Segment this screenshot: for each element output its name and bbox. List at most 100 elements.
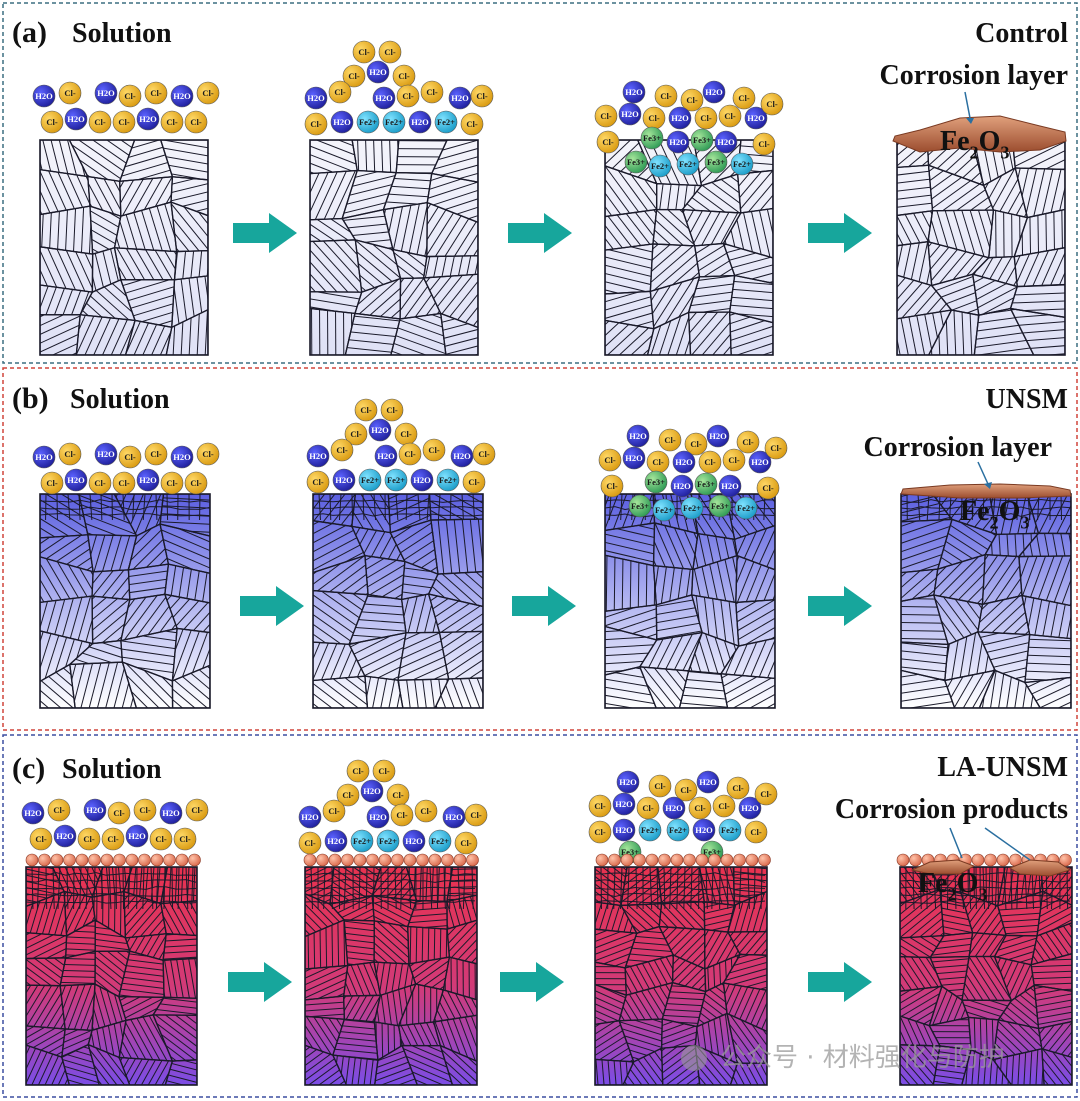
svg-text:Cl-: Cl- bbox=[166, 117, 178, 127]
h2o-ion: H2O bbox=[666, 130, 690, 154]
svg-text:Cl-: Cl- bbox=[686, 95, 698, 105]
cl-ion: Cl- bbox=[101, 827, 125, 851]
svg-text:Cl-: Cl- bbox=[468, 477, 480, 487]
block-outline bbox=[604, 493, 776, 709]
svg-text:H2O: H2O bbox=[665, 803, 683, 813]
fe2o3-label: Fe2O3 bbox=[940, 126, 1010, 162]
fe2-ion: Fe2+ bbox=[382, 110, 406, 134]
svg-text:H2O: H2O bbox=[35, 452, 53, 462]
svg-text:H2O: H2O bbox=[35, 91, 53, 101]
h2o-ion: H2O bbox=[170, 445, 194, 469]
h2o-ion: H2O bbox=[402, 829, 426, 853]
svg-text:Cl-: Cl- bbox=[460, 838, 472, 848]
cl-ion: Cl- bbox=[306, 470, 330, 494]
svg-text:Cl-: Cl- bbox=[150, 449, 162, 459]
block-outline bbox=[312, 493, 484, 709]
cl-ion: Cl- bbox=[47, 798, 71, 822]
svg-text:Fe3+: Fe3+ bbox=[643, 133, 661, 143]
cl-ion: Cl- bbox=[196, 442, 220, 466]
h2o-ion: H2O bbox=[718, 474, 742, 498]
svg-text:Fe2+: Fe2+ bbox=[439, 475, 457, 485]
cl-ion: Cl- bbox=[330, 438, 354, 462]
fe2-ion: Fe2+ bbox=[350, 829, 374, 853]
panel-c-solution-label: Solution bbox=[62, 754, 162, 785]
right-arrow-icon bbox=[233, 213, 297, 253]
cl-ion: Cl- bbox=[648, 774, 672, 798]
surface-particles bbox=[25, 853, 201, 867]
fe2-ion: Fe2+ bbox=[730, 152, 754, 176]
fe3-ion: Fe3+ bbox=[694, 472, 718, 496]
cl-ion: Cl- bbox=[698, 450, 722, 474]
svg-text:H2O: H2O bbox=[377, 451, 395, 461]
grain-boundaries bbox=[595, 867, 767, 1085]
svg-text:Cl-: Cl- bbox=[350, 429, 362, 439]
panel-c-tag: (c) bbox=[12, 752, 45, 785]
svg-text:H2O: H2O bbox=[671, 113, 689, 123]
h2o-ion: H2O bbox=[744, 106, 768, 130]
svg-text:Cl-: Cl- bbox=[742, 437, 754, 447]
svg-text:Cl-: Cl- bbox=[428, 445, 440, 455]
cl-ion: Cl- bbox=[674, 778, 698, 802]
right-arrow-icon bbox=[808, 962, 872, 1002]
svg-text:Fe3+: Fe3+ bbox=[693, 135, 711, 145]
svg-text:Cl-: Cl- bbox=[402, 91, 414, 101]
h2o-ion: H2O bbox=[702, 80, 726, 104]
h2o-ion: H2O bbox=[738, 796, 762, 820]
svg-text:Cl-: Cl- bbox=[470, 810, 482, 820]
h2o-ion: H2O bbox=[32, 445, 56, 469]
fe2o3-label: Fe2O3 bbox=[960, 496, 1030, 532]
cl-ion: Cl- bbox=[184, 471, 208, 495]
corrosion-product bbox=[910, 859, 976, 875]
cl-ion: Cl- bbox=[322, 799, 346, 823]
svg-text:H2O: H2O bbox=[625, 453, 643, 463]
fe2-ion: Fe2+ bbox=[648, 154, 672, 178]
svg-text:H2O: H2O bbox=[673, 481, 691, 491]
cl-ion: Cl- bbox=[732, 86, 756, 110]
svg-text:Cl-: Cl- bbox=[600, 111, 612, 121]
h2o-ion: H2O bbox=[125, 824, 149, 848]
h2o-ion: H2O bbox=[622, 446, 646, 470]
annotation-pointer bbox=[964, 91, 971, 119]
h2o-ion: H2O bbox=[136, 468, 160, 492]
panel-b-annotation: Corrosion layer bbox=[864, 432, 1052, 463]
svg-text:Cl-: Cl- bbox=[762, 483, 774, 493]
cl-ion: Cl- bbox=[712, 794, 736, 818]
svg-text:Cl-: Cl- bbox=[750, 827, 762, 837]
svg-text:Fe2+: Fe2+ bbox=[721, 825, 739, 835]
svg-text:H2O: H2O bbox=[615, 825, 633, 835]
svg-text:Cl-: Cl- bbox=[404, 449, 416, 459]
svg-text:H2O: H2O bbox=[615, 799, 633, 809]
svg-text:H2O: H2O bbox=[333, 117, 351, 127]
pointer-arrowhead-icon bbox=[984, 482, 992, 489]
svg-text:Cl-: Cl- bbox=[648, 113, 660, 123]
cl-ion: Cl- bbox=[414, 799, 438, 823]
h2o-ion: H2O bbox=[672, 450, 696, 474]
cl-ion: Cl- bbox=[722, 448, 746, 472]
svg-text:H2O: H2O bbox=[139, 475, 157, 485]
svg-text:Cl-: Cl- bbox=[602, 137, 614, 147]
watermark-logo-icon bbox=[681, 1045, 707, 1071]
right-arrow-icon bbox=[808, 213, 872, 253]
pointer-arrowhead-icon bbox=[966, 118, 974, 124]
cl-ion: Cl- bbox=[588, 820, 612, 844]
svg-text:H2O: H2O bbox=[629, 431, 647, 441]
h2o-ion: H2O bbox=[298, 805, 322, 829]
fe2-ion: Fe2+ bbox=[652, 498, 676, 522]
microstructure-block bbox=[39, 493, 211, 709]
svg-text:Cl-: Cl- bbox=[190, 478, 202, 488]
cl-ion: Cl- bbox=[118, 84, 142, 108]
h2o-ion: H2O bbox=[622, 80, 646, 104]
cl-ion: Cl- bbox=[40, 110, 64, 134]
cl-ion: Cl- bbox=[185, 798, 209, 822]
cl-ion: Cl- bbox=[464, 803, 488, 827]
svg-text:Fe2+: Fe2+ bbox=[379, 836, 397, 846]
h2o-ion: H2O bbox=[662, 796, 686, 820]
cl-ion: Cl- bbox=[184, 110, 208, 134]
svg-text:Fe2+: Fe2+ bbox=[669, 825, 687, 835]
svg-text:Cl-: Cl- bbox=[400, 429, 412, 439]
h2o-ion: H2O bbox=[612, 818, 636, 842]
fe3-ion: Fe3+ bbox=[704, 150, 728, 174]
svg-text:Cl-: Cl- bbox=[358, 47, 370, 57]
cl-ion: Cl- bbox=[390, 803, 414, 827]
